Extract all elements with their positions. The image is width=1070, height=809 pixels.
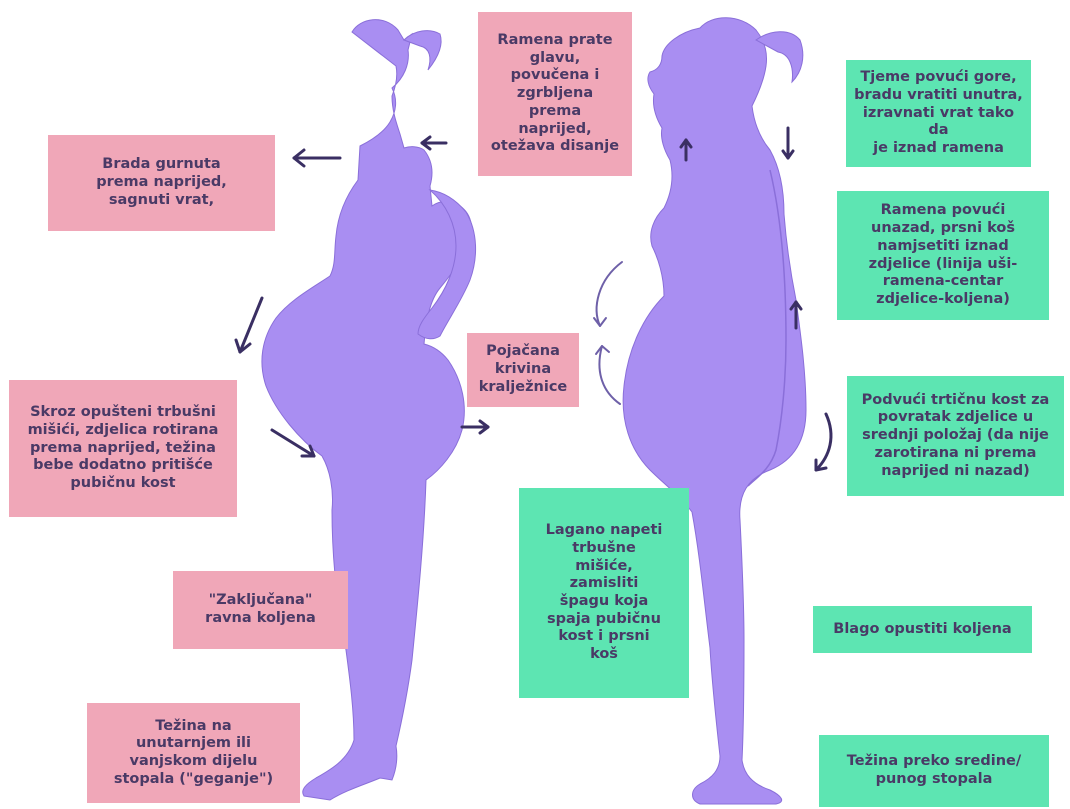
label-shoulders-hunched: Ramena prate glavu, povučena i zgrbljena… (478, 12, 632, 176)
label-chin-forward-text: Brada gurnuta prema naprijed, sagnuti vr… (96, 156, 227, 209)
label-shoulders-hunched-text: Ramena prate glavu, povučena i zgrbljena… (491, 32, 619, 156)
label-head-up-text: Tjeme povući gore, bradu vratiti unutra,… (854, 69, 1023, 157)
arrow-chin-left-icon (294, 150, 340, 166)
label-tailbone-text: Podvući trtičnu kost za povratak zdjelic… (862, 392, 1050, 480)
label-feet-weight-text: Težina na unutarnjem ili vanjskom dijelu… (114, 718, 273, 789)
label-feet-center: Težina preko sredine/ punog stopala (819, 735, 1049, 807)
label-feet-center-text: Težina preko sredine/ punog stopala (847, 753, 1021, 788)
label-head-up: Tjeme povući gore, bradu vratiti unutra,… (846, 60, 1031, 167)
arrow-belly-curve-up-icon (594, 262, 622, 404)
left-ponytail (404, 31, 441, 70)
label-shoulders-back: Ramena povući unazad, prsni koš namjseti… (837, 191, 1049, 320)
arrow-chin-down-icon (783, 128, 793, 158)
label-locked-knees-text: "Zaključana" ravna koljena (205, 592, 316, 627)
left-silhouette (262, 20, 476, 800)
left-body (262, 20, 472, 800)
label-locked-knees: "Zaključana" ravna koljena (173, 571, 348, 649)
arrow-belly-down-icon (236, 298, 262, 352)
label-spine-curve-text: Pojačana krivina kralježnice (479, 343, 568, 396)
label-shoulders-back-text: Ramena povući unazad, prsni koš namjseti… (869, 202, 1018, 308)
label-relax-knees-text: Blago opustiti koljena (833, 621, 1011, 639)
label-relaxed-abdomen-text: Skroz opušteni trbušni mišići, zdjelica … (28, 404, 219, 492)
label-relax-knees: Blago opustiti koljena (813, 606, 1032, 653)
label-engage-abdomen: Lagano napeti trbušne mišiće, zamisliti … (519, 488, 689, 698)
arrow-spine-right-icon (462, 421, 488, 433)
arrow-shoulders-left-icon (422, 137, 446, 149)
label-engage-abdomen-text: Lagano napeti trbušne mišiće, zamisliti … (546, 522, 663, 664)
label-spine-curve: Pojačana krivina kralježnice (467, 333, 579, 407)
label-feet-weight: Težina na unutarnjem ili vanjskom dijelu… (87, 703, 300, 803)
arrow-tailbone-curve-icon (816, 414, 831, 470)
label-chin-forward: Brada gurnuta prema naprijed, sagnuti vr… (48, 135, 275, 231)
label-tailbone: Podvući trtičnu kost za povratak zdjelic… (847, 376, 1064, 496)
label-relaxed-abdomen: Skroz opušteni trbušni mišići, zdjelica … (9, 380, 237, 517)
